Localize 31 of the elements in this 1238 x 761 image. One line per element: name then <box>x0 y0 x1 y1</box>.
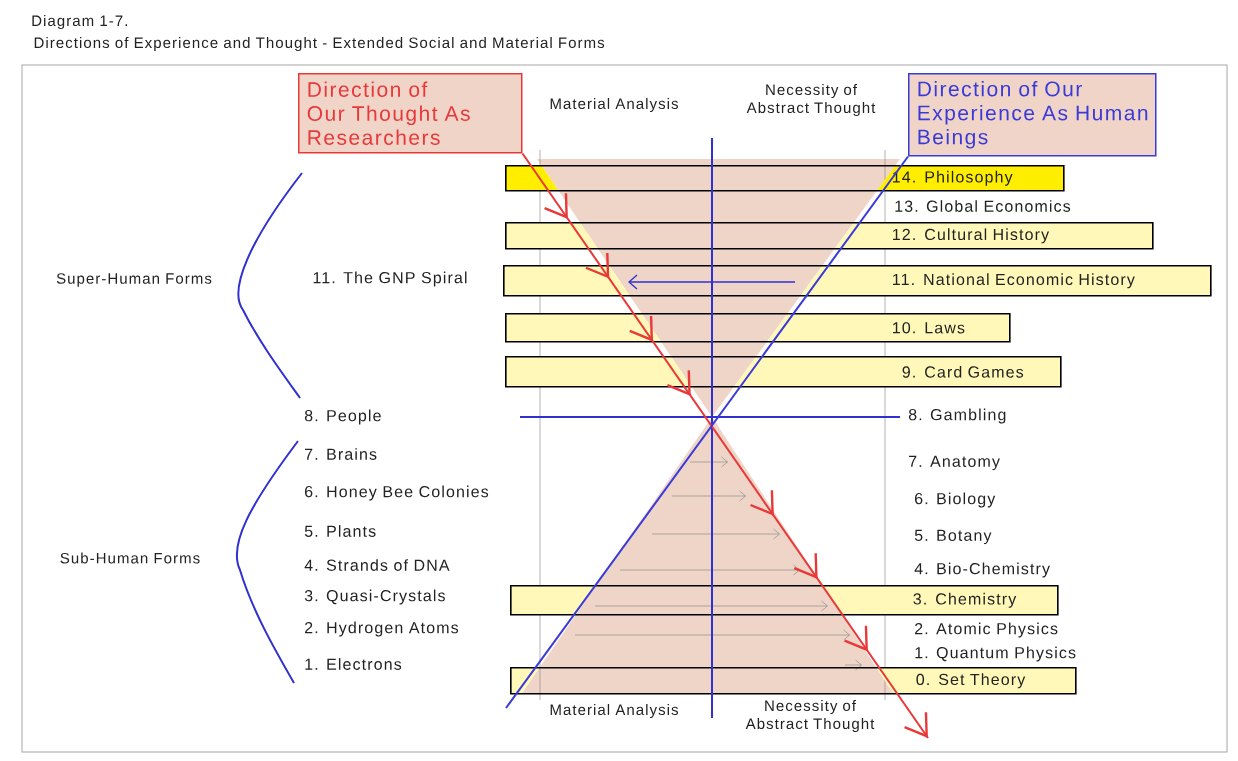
label: 7. Anatomy <box>909 455 1000 471</box>
topic-bar: 9. Card Games <box>505 356 1062 388</box>
label: 2. Hydrogen Atoms <box>305 621 459 637</box>
topic-bar: 14. Philosophy <box>505 165 1065 192</box>
callout-box: Direction of Our Experience As Human Beings <box>908 73 1157 157</box>
label: 2. Atomic Physics <box>915 622 1058 638</box>
label: Necessity of Abstract Thought <box>746 84 876 116</box>
label: 6. Biology <box>915 492 996 508</box>
label: Sub-Human Forms <box>60 552 200 564</box>
label: 1. Quantum Physics <box>915 646 1076 662</box>
label: 5. Botany <box>914 529 992 545</box>
label: 11. The GNP Spiral <box>313 271 467 287</box>
label: Material Analysis <box>550 98 678 112</box>
topic-bar: 11. National Economic History <box>503 265 1212 297</box>
label: 8. Gambling <box>908 408 1006 424</box>
label: 4. Strands of DNA <box>304 559 450 571</box>
label: Super-Human Forms <box>56 273 212 287</box>
callout-box: Direction of Our Thought As Researchers <box>298 73 523 154</box>
topic-bar: 12. Cultural History <box>505 222 1154 250</box>
topic-bar: 3. Chemistry <box>510 585 1059 616</box>
label: Diagram 1-7. <box>32 15 127 29</box>
label: 8. People <box>304 409 381 425</box>
label: 3. Quasi-Crystals <box>304 589 445 605</box>
label: 1. Electrons <box>305 658 402 670</box>
label: 6. Honey Bee Colonies <box>305 485 489 501</box>
label: 7. Brains <box>305 448 377 460</box>
title: Directions of Experience and Thought - Extended Social and Material Forms <box>34 37 605 51</box>
topic-bar: 10. Laws <box>505 313 1011 343</box>
label: 5. Plants <box>304 525 376 537</box>
label: 13. Global Economics <box>895 200 1071 212</box>
topic-bar: 0. Set Theory <box>510 667 1077 695</box>
